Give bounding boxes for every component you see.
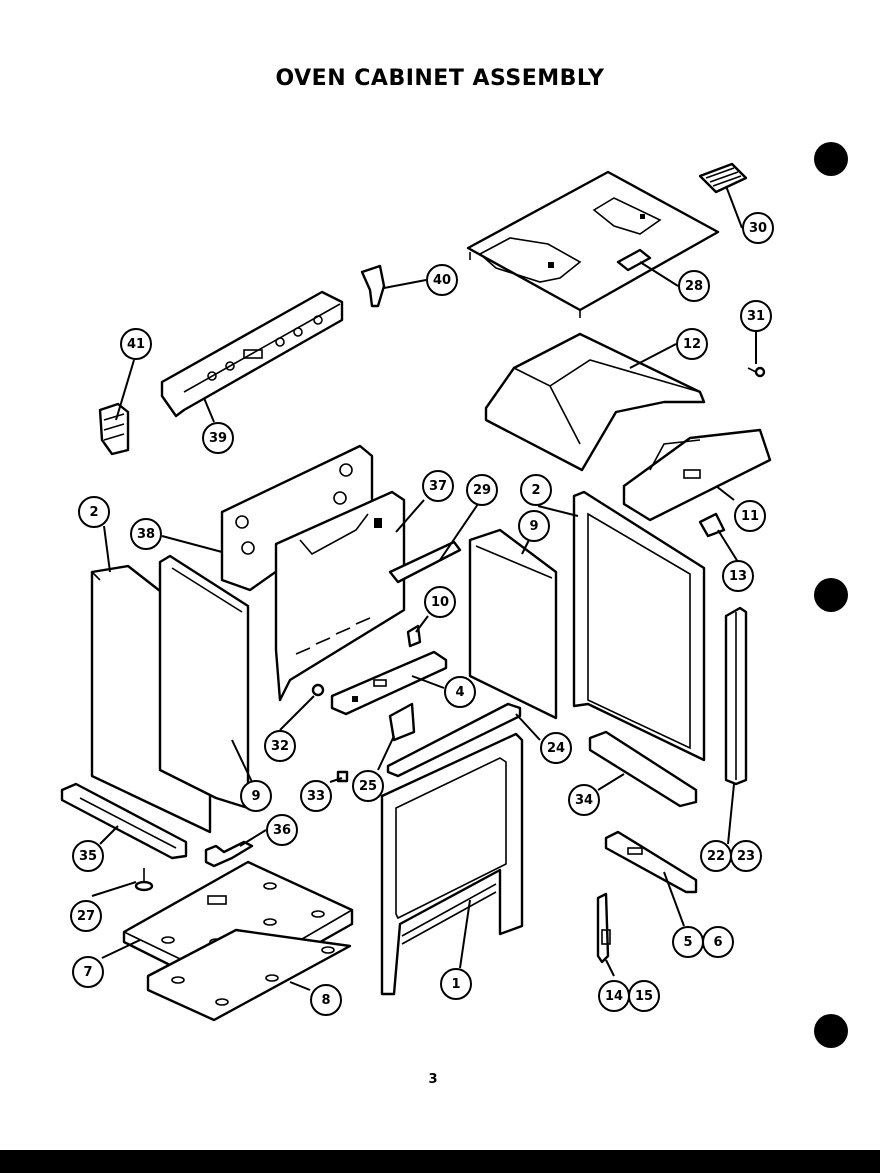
callout-15: 15 (628, 980, 660, 1012)
callout-38: 38 (130, 518, 162, 550)
callout-39: 39 (202, 422, 234, 454)
part-32-grommet (311, 683, 325, 697)
part-33-nut (336, 770, 349, 783)
part-14-15-hinge (596, 892, 611, 964)
part-24-front-strip (386, 702, 522, 778)
part-1-front-frame (380, 732, 524, 996)
callout-14: 14 (598, 980, 630, 1012)
callout-9-left: 9 (240, 780, 272, 812)
callout-4: 4 (444, 676, 476, 708)
callout-32: 32 (264, 730, 296, 762)
part-35-lower-rail (60, 782, 188, 860)
callout-2-left: 2 (78, 496, 110, 528)
part-39-control-bracket (160, 290, 344, 418)
part-34-bottom-rail (588, 730, 698, 808)
callout-12: 12 (676, 328, 708, 360)
part-29-angle-strip (388, 540, 462, 584)
callout-1: 1 (440, 968, 472, 1000)
part-11-rear-panel (622, 428, 772, 522)
callout-30: 30 (742, 212, 774, 244)
part-22-23-vertical-trim (724, 606, 748, 786)
callout-35: 35 (72, 840, 104, 872)
part-4-support-bracket (330, 650, 448, 716)
part-41-bracket (98, 402, 130, 456)
part-31-screw (747, 366, 766, 378)
callout-6: 6 (702, 926, 734, 958)
part-30-vent-grille (698, 162, 748, 194)
callout-28: 28 (678, 270, 710, 302)
callout-27: 27 (70, 900, 102, 932)
part-25-bracket (388, 702, 416, 742)
diagram-title: OVEN CABINET ASSEMBLY (275, 66, 605, 91)
callout-7: 7 (72, 956, 104, 988)
callout-31: 31 (740, 300, 772, 332)
part-40-bracket (360, 264, 386, 308)
part-9-side-panel-right (468, 528, 558, 720)
callout-23: 23 (730, 840, 762, 872)
callout-5: 5 (672, 926, 704, 958)
binder-hole-top (814, 142, 848, 176)
callout-8: 8 (310, 984, 342, 1016)
part-9-side-panel-left (158, 554, 250, 810)
callout-41: 41 (120, 328, 152, 360)
callout-34: 34 (568, 784, 600, 816)
binder-hole-bottom (814, 1014, 848, 1048)
callout-10: 10 (424, 586, 456, 618)
scan-border-edge (0, 1150, 880, 1173)
page-number: 3 (428, 1072, 438, 1087)
callout-37: 37 (422, 470, 454, 502)
callout-40: 40 (426, 264, 458, 296)
part-36-bracket (204, 840, 254, 868)
part-5-6-rail (604, 830, 698, 894)
callout-36: 36 (266, 814, 298, 846)
callout-11: 11 (734, 500, 766, 532)
callout-33: 33 (300, 780, 332, 812)
callout-2-right: 2 (520, 474, 552, 506)
callout-13: 13 (722, 560, 754, 592)
part-28-top-panel (466, 170, 720, 318)
callout-29: 29 (466, 474, 498, 506)
part-27-leveling-leg (134, 868, 154, 892)
callout-24: 24 (540, 732, 572, 764)
callout-leader-lines (91, 185, 757, 991)
part-12-heat-shield (484, 332, 706, 472)
part-8-bottom-panel (146, 928, 352, 1022)
callout-25: 25 (352, 770, 384, 802)
binder-hole-middle (814, 578, 848, 612)
callout-9-right: 9 (518, 510, 550, 542)
callout-22: 22 (700, 840, 732, 872)
part-2-side-panel-right (572, 490, 706, 762)
part-37-liner-panel (274, 490, 406, 702)
